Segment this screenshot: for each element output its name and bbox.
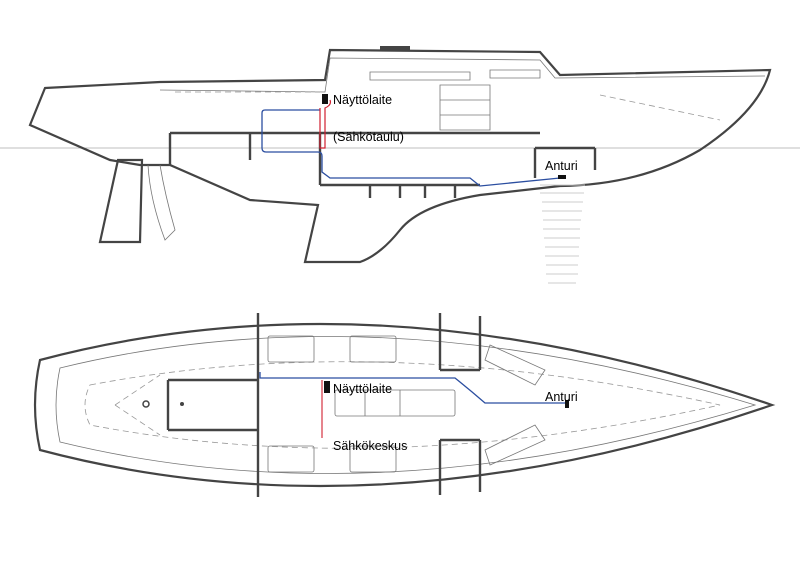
side-view: Näyttölaite (Sähkötaulu) Anturi (0, 46, 800, 284)
display-unit-side (322, 94, 328, 104)
side-panel-label: (Sähkötaulu) (333, 130, 404, 144)
bulkheads (166, 313, 482, 497)
cabin-windows (369, 69, 541, 81)
deck-edge (55, 336, 757, 474)
wire-red-side (319, 99, 332, 149)
plan-panel-label: Sähkökeskus (333, 439, 407, 453)
side-display-label: Näyttölaite (333, 93, 392, 107)
plan-view: Näyttölaite Sähkökeskus Anturi (33, 313, 776, 497)
side-sensor-label: Anturi (545, 159, 578, 173)
wire-blue-side (261, 109, 561, 187)
rudder (98, 158, 144, 244)
hatch (380, 46, 410, 50)
sensor-unit-side (558, 175, 566, 179)
plan-sensor-label: Anturi (545, 390, 578, 404)
sensor-unit-plan (565, 400, 569, 408)
wire-blue-plan (259, 372, 565, 404)
hull-plan (33, 322, 776, 488)
deck-line (159, 57, 766, 93)
hull-profile (28, 48, 772, 264)
display-unit-plan (324, 381, 330, 393)
plan-display-label: Näyttölaite (333, 382, 392, 396)
notes-column (540, 184, 585, 284)
